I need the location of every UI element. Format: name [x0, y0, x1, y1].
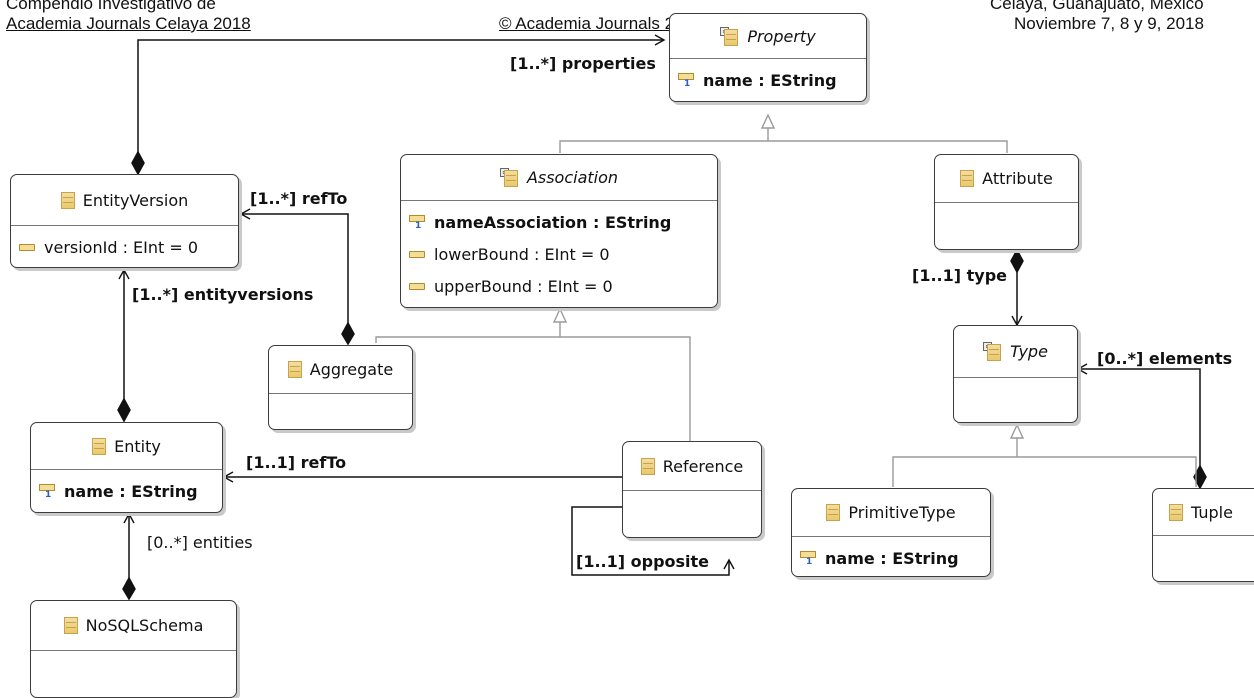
gen-arrow-property [760, 113, 776, 129]
class-header: NoSQLSchema [31, 601, 236, 651]
class-reference[interactable]: Reference [622, 441, 762, 538]
diamond-aggregate-refto [341, 321, 355, 346]
eattribute-icon [409, 282, 425, 290]
class-name: Property [747, 26, 816, 46]
class-name: NoSQLSchema [85, 616, 204, 635]
id-eattribute-icon: 1 [800, 549, 816, 567]
label-properties: [1..*] properties [510, 54, 656, 73]
label-entities: [0..*] entities [147, 533, 253, 552]
attribute-label: name : EString [703, 70, 837, 90]
class-nosqlschema[interactable]: NoSQLSchema [30, 600, 237, 698]
header-center: © Academia Journals 2018 [499, 14, 703, 33]
attribute-row[interactable]: 1 name : EString [39, 475, 214, 507]
diamond-entity-entityversions [117, 397, 131, 423]
eattribute-icon [409, 250, 425, 258]
header-right-line1: Celaya, Guanajuato, México [990, 0, 1204, 13]
attribute-compartment: 1 name : EString [31, 470, 222, 512]
label-entity-refto: [1..1] refTo [246, 453, 347, 472]
id-eattribute-icon: 1 [39, 482, 55, 500]
class-entityversion[interactable]: EntityVersion versionId : EInt = 0 [10, 174, 239, 268]
class-header: Reference [623, 442, 761, 491]
class-name: Association [526, 168, 619, 187]
attribute-label: lowerBound : EInt = 0 [434, 244, 610, 264]
class-header: Attribute [935, 155, 1078, 203]
attribute-label: name : EString [825, 548, 959, 568]
class-name: Entity [114, 436, 161, 456]
gen-arrow-association [552, 307, 568, 323]
eclass-icon [960, 170, 975, 187]
eattribute-icon [19, 243, 35, 251]
class-header: ▫ Type [954, 326, 1077, 378]
eclass-icon [92, 437, 107, 455]
class-header: ▫ Association [401, 155, 717, 201]
attribute-compartment: versionId : EInt = 0 [11, 226, 238, 267]
class-name: EntityVersion [82, 190, 189, 210]
label-elements: [0..*] elements [1097, 349, 1233, 368]
attribute-row[interactable]: versionId : EInt = 0 [19, 231, 230, 263]
attribute-row[interactable]: 1 nameAssociation : EString [409, 206, 709, 238]
eclass-icon [63, 617, 78, 634]
abstract-eclass-icon: ▫ [720, 26, 739, 46]
class-aggregate[interactable]: Aggregate [268, 345, 413, 430]
attribute-compartment: 1 nameAssociation : EString lowerBound :… [401, 201, 717, 307]
class-name: Tuple [1191, 502, 1233, 522]
attribute-label: versionId : EInt = 0 [44, 237, 199, 257]
class-tuple[interactable]: Tuple [1152, 488, 1254, 582]
gen-to-type [892, 438, 1197, 487]
attribute-row[interactable]: lowerBound : EInt = 0 [409, 238, 709, 270]
eclass-icon [1169, 503, 1183, 521]
gen-to-association [375, 322, 691, 441]
class-header: PrimitiveType [792, 489, 990, 537]
label-ev-refto: [1..*] refTo [250, 189, 348, 208]
label-type: [1..1] type [912, 266, 1007, 285]
attribute-label: name : EString [64, 481, 198, 501]
edge-ev-refto [239, 208, 349, 325]
attribute-compartment: 1 name : EString [670, 59, 866, 101]
gen-arrow-type [1009, 423, 1025, 439]
eclass-icon [287, 361, 302, 378]
class-property[interactable]: ▫ Property 1 name : EString [669, 13, 867, 102]
attribute-row[interactable]: 1 name : EString [800, 542, 982, 574]
class-association[interactable]: ▫ Association 1 nameAssociation : EStrin… [400, 154, 718, 308]
class-header: Tuple [1153, 489, 1254, 536]
attribute-label: nameAssociation : EString [434, 212, 672, 232]
label-opposite: [1..1] opposite [576, 552, 710, 571]
class-primitivetype[interactable]: PrimitiveType 1 name : EString [791, 488, 991, 577]
header-left-line1: Compendio Investigativo de [6, 0, 216, 13]
class-header: Entity [31, 423, 222, 470]
class-name: PrimitiveType [848, 503, 956, 522]
class-attribute[interactable]: Attribute [934, 154, 1079, 250]
gen-to-property [559, 128, 1008, 153]
edge-elements [1076, 363, 1201, 467]
eclass-icon [640, 457, 655, 475]
edge-properties [137, 34, 666, 163]
class-name: Type [1010, 342, 1048, 361]
class-entity[interactable]: Entity 1 name : EString [30, 422, 223, 513]
diamond-nosqlschema-entities [122, 576, 136, 601]
class-header: EntityVersion [11, 175, 238, 226]
attribute-row[interactable]: upperBound : EInt = 0 [409, 270, 709, 302]
class-name: Aggregate [309, 360, 394, 379]
attribute-label: upperBound : EInt = 0 [434, 276, 613, 296]
attribute-row[interactable]: 1 name : EString [678, 64, 858, 96]
eclass-icon [826, 504, 841, 521]
diamond-attribute-type [1010, 248, 1024, 274]
eclass-icon [60, 191, 75, 209]
class-header: ▫ Property [670, 14, 866, 59]
id-eattribute-icon: 1 [678, 71, 694, 89]
abstract-eclass-icon: ▫ [499, 168, 519, 187]
header-left-line2: Academia Journals Celaya 2018 [6, 14, 251, 33]
class-type[interactable]: ▫ Type [953, 325, 1078, 423]
attribute-compartment: 1 name : EString [792, 537, 990, 576]
class-header: Aggregate [269, 346, 412, 394]
label-entityversions: [1..*] entityversions [132, 285, 314, 304]
class-name: Reference [662, 456, 744, 476]
edge-opposite [571, 506, 735, 576]
id-eattribute-icon: 1 [409, 213, 425, 231]
header-right-line2: Noviembre 7, 8 y 9, 2018 [1014, 14, 1204, 33]
abstract-eclass-icon: ▫ [983, 342, 1002, 361]
class-name: Attribute [982, 169, 1053, 188]
diamond-entityversion-properties [131, 150, 145, 176]
